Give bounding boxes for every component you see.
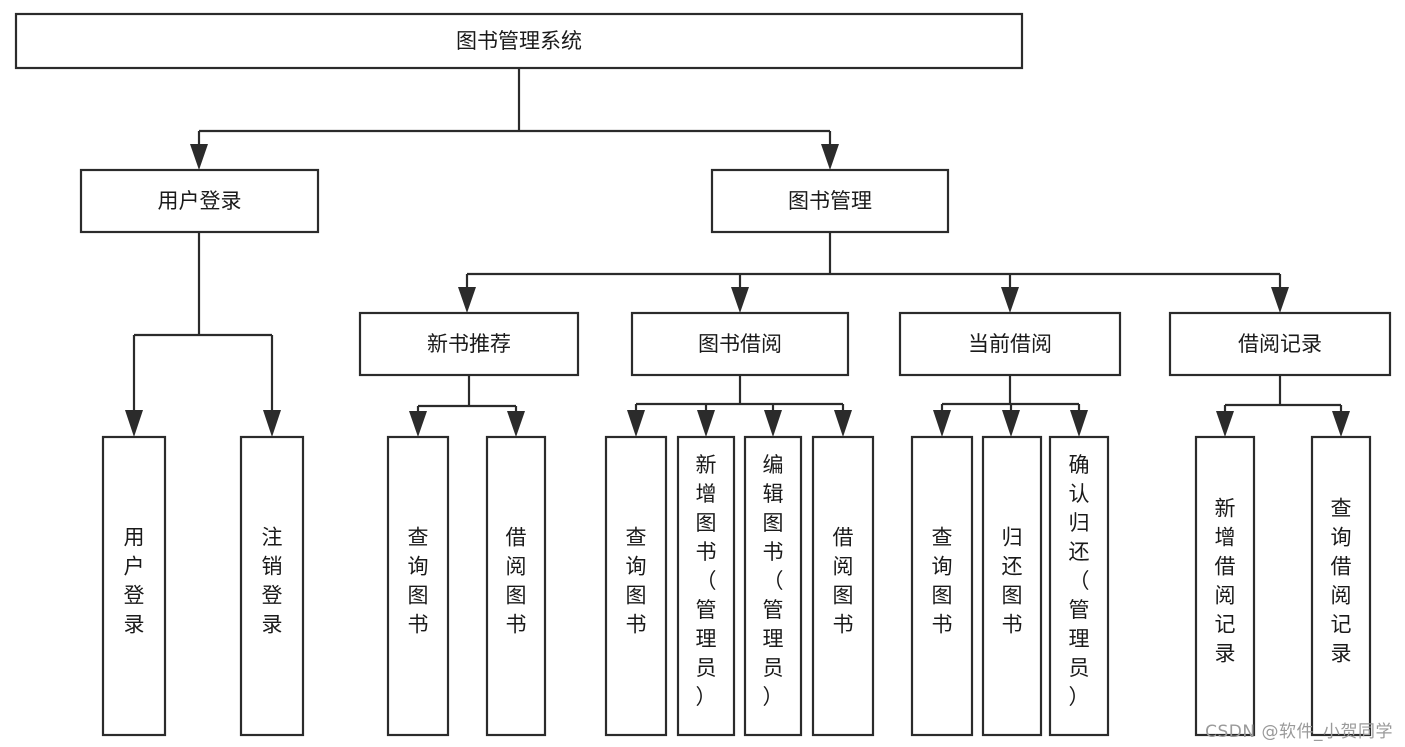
node-leaf-borrow-book-recommend-box[interactable] <box>485 435 547 737</box>
node-leaf-borrow-book[interactable]: 借阅图书 <box>811 435 875 737</box>
arrow-icon-leaf-query-book-recommend <box>409 411 427 437</box>
arrow-icon-book-borrow <box>731 287 749 313</box>
node-leaf-add-borrow-record[interactable]: 新增借阅记录 <box>1194 435 1256 737</box>
arrow-icon-new-book-recommend <box>458 287 476 313</box>
arrow-icon-leaf-logout <box>263 410 281 437</box>
level2-group: 用户登录 图书管理 <box>79 168 950 234</box>
node-leaf-return-book-box[interactable] <box>981 435 1043 737</box>
node-leaf-add-book-admin-box[interactable] <box>676 435 736 737</box>
node-leaf-logout[interactable]: 注销登录 <box>239 435 305 737</box>
node-leaf-borrow-book-recommend[interactable]: 借阅图书 <box>485 435 547 737</box>
node-leaf-borrow-book-recommend-label: 借阅图书 <box>506 526 527 637</box>
node-book-management[interactable]: 图书管理 <box>710 168 950 234</box>
arrow-icon-leaf-borrow-book <box>834 410 852 437</box>
node-book-borrow-box[interactable] <box>630 311 850 377</box>
arrow-icon-leaf-confirm-return-admin <box>1070 410 1088 437</box>
node-leaf-return-book[interactable]: 归还图书 <box>981 435 1043 737</box>
node-leaf-query-borrow-record-box[interactable] <box>1310 435 1372 737</box>
node-root-box[interactable] <box>14 12 1024 70</box>
node-leaf-borrow-book-label: 借阅图书 <box>833 526 854 637</box>
node-leaf-query-book-box[interactable] <box>604 435 668 737</box>
node-new-book-recommend[interactable]: 新书推荐 <box>358 311 580 377</box>
node-leaf-borrow-book-box[interactable] <box>811 435 875 737</box>
arrow-icon-current-borrow <box>1001 287 1019 313</box>
node-leaf-add-book-admin[interactable]: 新增图书（管理员） <box>676 435 736 737</box>
node-leaf-edit-book-admin-label: 编辑图书（管理员） <box>763 453 784 709</box>
node-leaf-user-login-box[interactable] <box>101 435 167 737</box>
node-user-login-label: 用户登录 <box>158 189 242 213</box>
arrow-icon-borrow-record <box>1271 287 1289 313</box>
node-borrow-record-box[interactable] <box>1168 311 1392 377</box>
arrow-icon-leaf-add-book-admin <box>697 410 715 437</box>
node-leaf-edit-book-admin-box[interactable] <box>743 435 803 737</box>
node-leaf-return-book-label: 归还图书 <box>1002 526 1023 637</box>
node-root[interactable]: 图书管理系统 <box>14 12 1024 70</box>
node-leaf-query-book-recommend-label: 查询图书 <box>408 526 429 637</box>
arrow-icon-leaf-query-borrow-record <box>1332 411 1350 437</box>
connectors-group <box>125 68 1350 437</box>
arrow-icon-leaf-edit-book-admin <box>764 410 782 437</box>
leaf-nodes-group: 用户登录 注销登录 查询图书 借阅图书 查询图书 新增图书（管理员） 编辑图书（管理员） 借阅… <box>101 435 1372 737</box>
node-book-management-box[interactable] <box>710 168 950 234</box>
node-leaf-query-book-current-label: 查询图书 <box>932 526 953 637</box>
node-leaf-query-book-recommend[interactable]: 查询图书 <box>386 435 450 737</box>
node-new-book-recommend-label: 新书推荐 <box>427 332 511 356</box>
arrow-icon-leaf-user-login <box>125 410 143 437</box>
arrow-icon-leaf-borrow-book-recommend <box>507 411 525 437</box>
node-book-borrow[interactable]: 图书借阅 <box>630 311 850 377</box>
watermark: CSDN @软件_小贺同学 <box>1205 722 1393 742</box>
node-leaf-add-book-admin-label: 新增图书（管理员） <box>696 453 717 709</box>
node-book-borrow-label: 图书借阅 <box>698 332 782 356</box>
node-current-borrow[interactable]: 当前借阅 <box>898 311 1122 377</box>
arrow-icon-leaf-query-book <box>627 410 645 437</box>
node-borrow-record[interactable]: 借阅记录 <box>1168 311 1392 377</box>
arrow-icon-leaf-add-borrow-record <box>1216 411 1234 437</box>
node-leaf-query-borrow-record-label: 查询借阅记录 <box>1331 497 1352 666</box>
node-book-management-label: 图书管理 <box>788 189 872 213</box>
node-leaf-user-login[interactable]: 用户登录 <box>101 435 167 737</box>
node-leaf-confirm-return-admin-label: 确认归还（管理员） <box>1069 453 1090 709</box>
arrow-icon-leaf-return-book <box>1002 410 1020 437</box>
arrow-icon-user-login <box>190 144 208 170</box>
node-current-borrow-box[interactable] <box>898 311 1122 377</box>
arrow-icon-leaf-query-book-current <box>933 410 951 437</box>
node-leaf-query-book[interactable]: 查询图书 <box>604 435 668 737</box>
node-leaf-query-book-recommend-box[interactable] <box>386 435 450 737</box>
node-leaf-logout-box[interactable] <box>239 435 305 737</box>
node-leaf-confirm-return-admin-box[interactable] <box>1048 435 1110 737</box>
node-borrow-record-label: 借阅记录 <box>1238 332 1322 356</box>
node-leaf-edit-book-admin[interactable]: 编辑图书（管理员） <box>743 435 803 737</box>
node-user-login[interactable]: 用户登录 <box>79 168 320 234</box>
node-leaf-query-book-current[interactable]: 查询图书 <box>910 435 974 737</box>
level3-group: 新书推荐 图书借阅 当前借阅 借阅记录 <box>358 311 1392 377</box>
node-leaf-query-borrow-record[interactable]: 查询借阅记录 <box>1310 435 1372 737</box>
node-leaf-confirm-return-admin[interactable]: 确认归还（管理员） <box>1048 435 1110 737</box>
node-leaf-user-login-label: 用户登录 <box>124 526 145 637</box>
node-leaf-query-book-current-box[interactable] <box>910 435 974 737</box>
arrow-icon-book-management <box>821 144 839 170</box>
node-root-label: 图书管理系统 <box>456 29 582 53</box>
node-leaf-add-borrow-record-label: 新增借阅记录 <box>1215 497 1236 666</box>
node-current-borrow-label: 当前借阅 <box>968 332 1052 356</box>
node-leaf-add-borrow-record-box[interactable] <box>1194 435 1256 737</box>
node-new-book-recommend-box[interactable] <box>358 311 580 377</box>
node-leaf-logout-label: 注销登录 <box>262 526 283 637</box>
node-user-login-box[interactable] <box>79 168 320 234</box>
node-leaf-query-book-label: 查询图书 <box>626 526 647 637</box>
